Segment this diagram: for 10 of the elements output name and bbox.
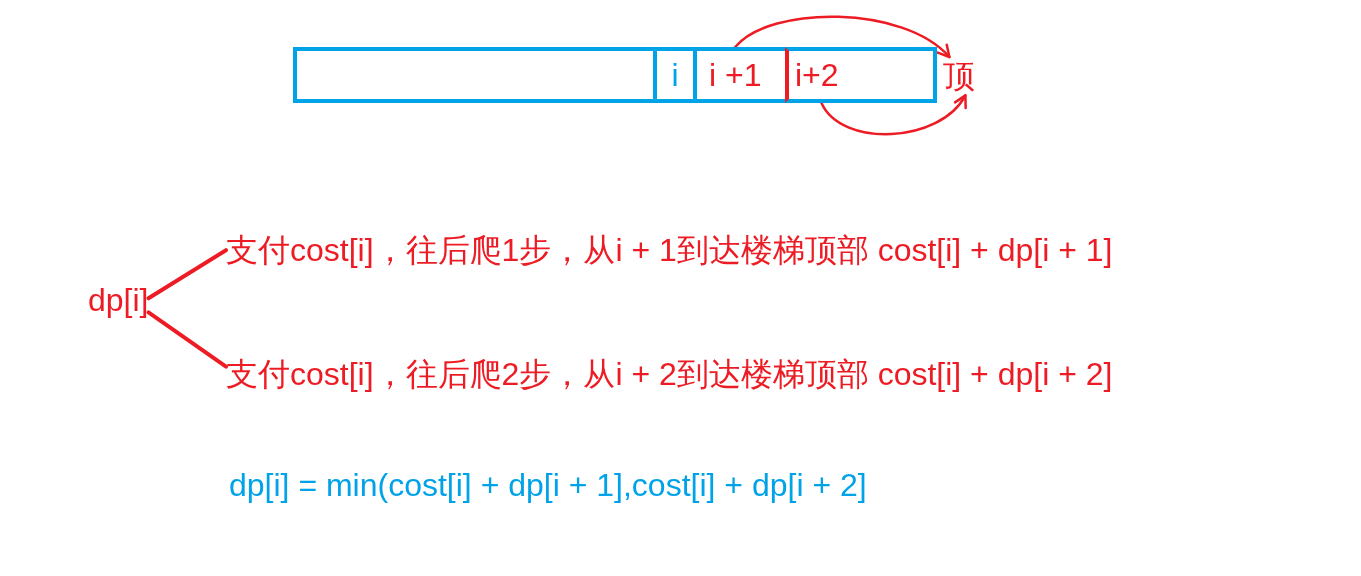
- formula-text: dp[i] = min(cost[i] + dp[i + 1],cost[i] + dp[i + 2]: [229, 466, 867, 505]
- curved-arrow: [820, 94, 967, 136]
- case-text: 支付cost[i]，往后爬1步，从i + 1到达楼梯顶部 cost[i] + dp[i + 1]: [226, 231, 1113, 270]
- stair-top-text: 顶: [943, 57, 975, 96]
- array-cell: i+2: [785, 47, 937, 103]
- curved-arrow: [734, 15, 951, 59]
- case-text: 支付cost[i]，往后爬2步，从i + 2到达楼梯顶部 cost[i] + dp[i + 2]: [226, 355, 1113, 394]
- branch-line: [146, 310, 228, 369]
- branch-line: [146, 248, 228, 301]
- state-text: dp[i]: [88, 281, 149, 320]
